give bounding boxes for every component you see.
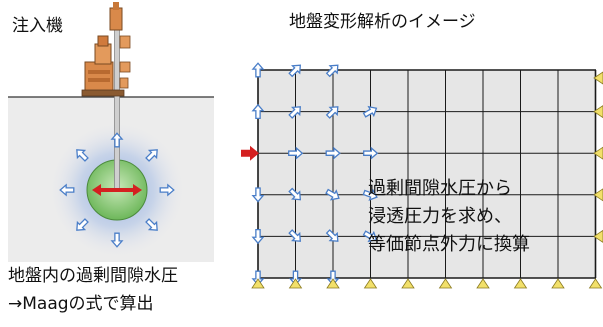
triangle-support-icon (476, 278, 490, 289)
hollow-arrow-icon (288, 64, 302, 78)
triangle-support-icon (251, 278, 265, 289)
hollow-arrow-icon (110, 132, 124, 148)
hollow-arrow-icon (325, 188, 340, 201)
supports (251, 71, 603, 289)
hollow-arrow-icon (325, 106, 339, 119)
pressure-label-line2: →Maagの式で算出 (8, 294, 154, 314)
triangle-support-icon (593, 188, 603, 202)
hollow-arrow-icon (362, 188, 378, 201)
hollow-arrow-icon (76, 218, 89, 231)
triangle-support-icon (288, 278, 303, 289)
triangle-support-icon (551, 278, 565, 289)
hollow-arrow-icon (362, 105, 378, 118)
triangle-support-icon (326, 278, 340, 289)
note-line-2: 浸透圧力を求め、 (368, 206, 512, 227)
hollow-arrow-icon (288, 106, 302, 119)
hollow-arrow-icon (251, 187, 265, 203)
hollow-arrow-icon (76, 149, 89, 162)
injector-label: 注入機 (12, 16, 63, 36)
hollow-arrow-icon (251, 270, 265, 286)
mesh-arrows (241, 62, 379, 286)
hollow-arrow-icon (110, 232, 124, 248)
hollow-arrow-icon (251, 103, 265, 120)
triangle-support-icon (593, 105, 603, 119)
analysis-title: 地盤変形解析のイメージ (289, 12, 476, 32)
hollow-arrow-icon (59, 183, 75, 197)
hollow-arrow-icon (326, 270, 340, 286)
hollow-arrow-icon (288, 270, 303, 286)
note-line-1: 過剰間隙水圧から (368, 178, 512, 199)
hollow-arrow-icon (325, 229, 339, 242)
red-arrow-icon (241, 145, 259, 161)
hollow-arrow-icon (145, 218, 158, 231)
bulb-force-arrow (92, 184, 142, 196)
hollow-arrow-icon (288, 146, 304, 160)
right-panel (241, 62, 603, 289)
triangle-support-icon (438, 278, 453, 289)
pressure-label-line1: 地盤内の過剰間隙水圧 (8, 266, 178, 286)
hollow-arrow-icon (362, 230, 378, 243)
hollow-arrow-icon (251, 228, 265, 245)
triangle-support-icon (401, 278, 415, 289)
hollow-arrow-icon (288, 229, 302, 242)
mesh-background (258, 70, 596, 278)
triangle-support-icon (513, 278, 528, 289)
triangle-support-icon (593, 71, 603, 85)
hollow-arrow-icon (325, 64, 339, 78)
injection-rod (114, 29, 120, 191)
hollow-arrow-icon (145, 149, 158, 162)
left-panel (8, 2, 214, 262)
triangle-support-icon (363, 278, 378, 289)
halo-arrows (59, 132, 175, 248)
triangle-support-icon (588, 278, 603, 289)
hollow-arrow-icon (251, 62, 265, 78)
note-line-3: 等価節点外力に換算 (368, 234, 530, 255)
triangle-support-icon (593, 229, 603, 243)
injection-machine-icon (81, 2, 131, 97)
hollow-arrow-icon (325, 146, 341, 160)
triangle-support-icon (593, 146, 603, 160)
hollow-arrow-icon (288, 187, 302, 201)
hollow-arrow-icon (363, 146, 379, 160)
hollow-arrow-icon (159, 183, 175, 197)
